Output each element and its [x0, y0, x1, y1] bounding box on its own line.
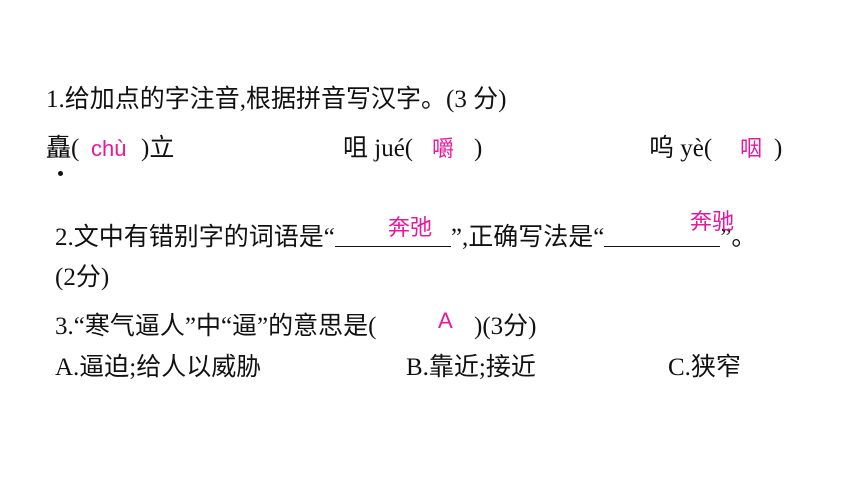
- q2-text-c: ”。: [720, 224, 757, 251]
- q1-item1-post: )立: [141, 135, 175, 162]
- q2-text-a: 2.文中有错别字的词语是“: [55, 224, 335, 251]
- q1-item3-post: ): [774, 135, 783, 162]
- q2-blank-1: [334, 222, 451, 247]
- q1-item1-answer: chù: [91, 136, 127, 161]
- q2-answer-1: 奔弛: [388, 215, 433, 240]
- q3-text-b: )(3分): [474, 313, 537, 340]
- q1-item1-pre: 矗(: [46, 135, 80, 162]
- q3-option-c: C.狭窄: [668, 354, 741, 381]
- q1-heading: 1.给加点的字注音,根据拼音写汉字。(3 分): [46, 86, 507, 113]
- q1-item2-pre: 咀 jué(: [343, 135, 414, 162]
- q2-blank-2: [604, 222, 721, 247]
- q2-text-b: ”,正确写法是“: [450, 224, 605, 251]
- q1-item3-answer: 咽: [740, 136, 763, 161]
- q3-option-a: A.逼迫;给人以威胁: [55, 354, 262, 381]
- q2-line: 2.文中有错别字的词语是“ ”,正确写法是“ ”。: [55, 222, 756, 254]
- q3-option-b: B.靠近;接近: [406, 354, 536, 381]
- q1-item3-pre: 呜 yè(: [649, 135, 713, 162]
- emphasis-dot: [58, 171, 63, 176]
- q1-item2-answer: 嚼: [432, 136, 455, 161]
- q2-score: (2分): [55, 264, 110, 291]
- q1-item2-post: ): [474, 135, 483, 162]
- q3-answer: A: [438, 308, 453, 333]
- q2-answer-2: 奔驰: [690, 209, 735, 234]
- q3-text-a: 3.“寒气逼人”中“逼”的意思是(: [55, 313, 377, 340]
